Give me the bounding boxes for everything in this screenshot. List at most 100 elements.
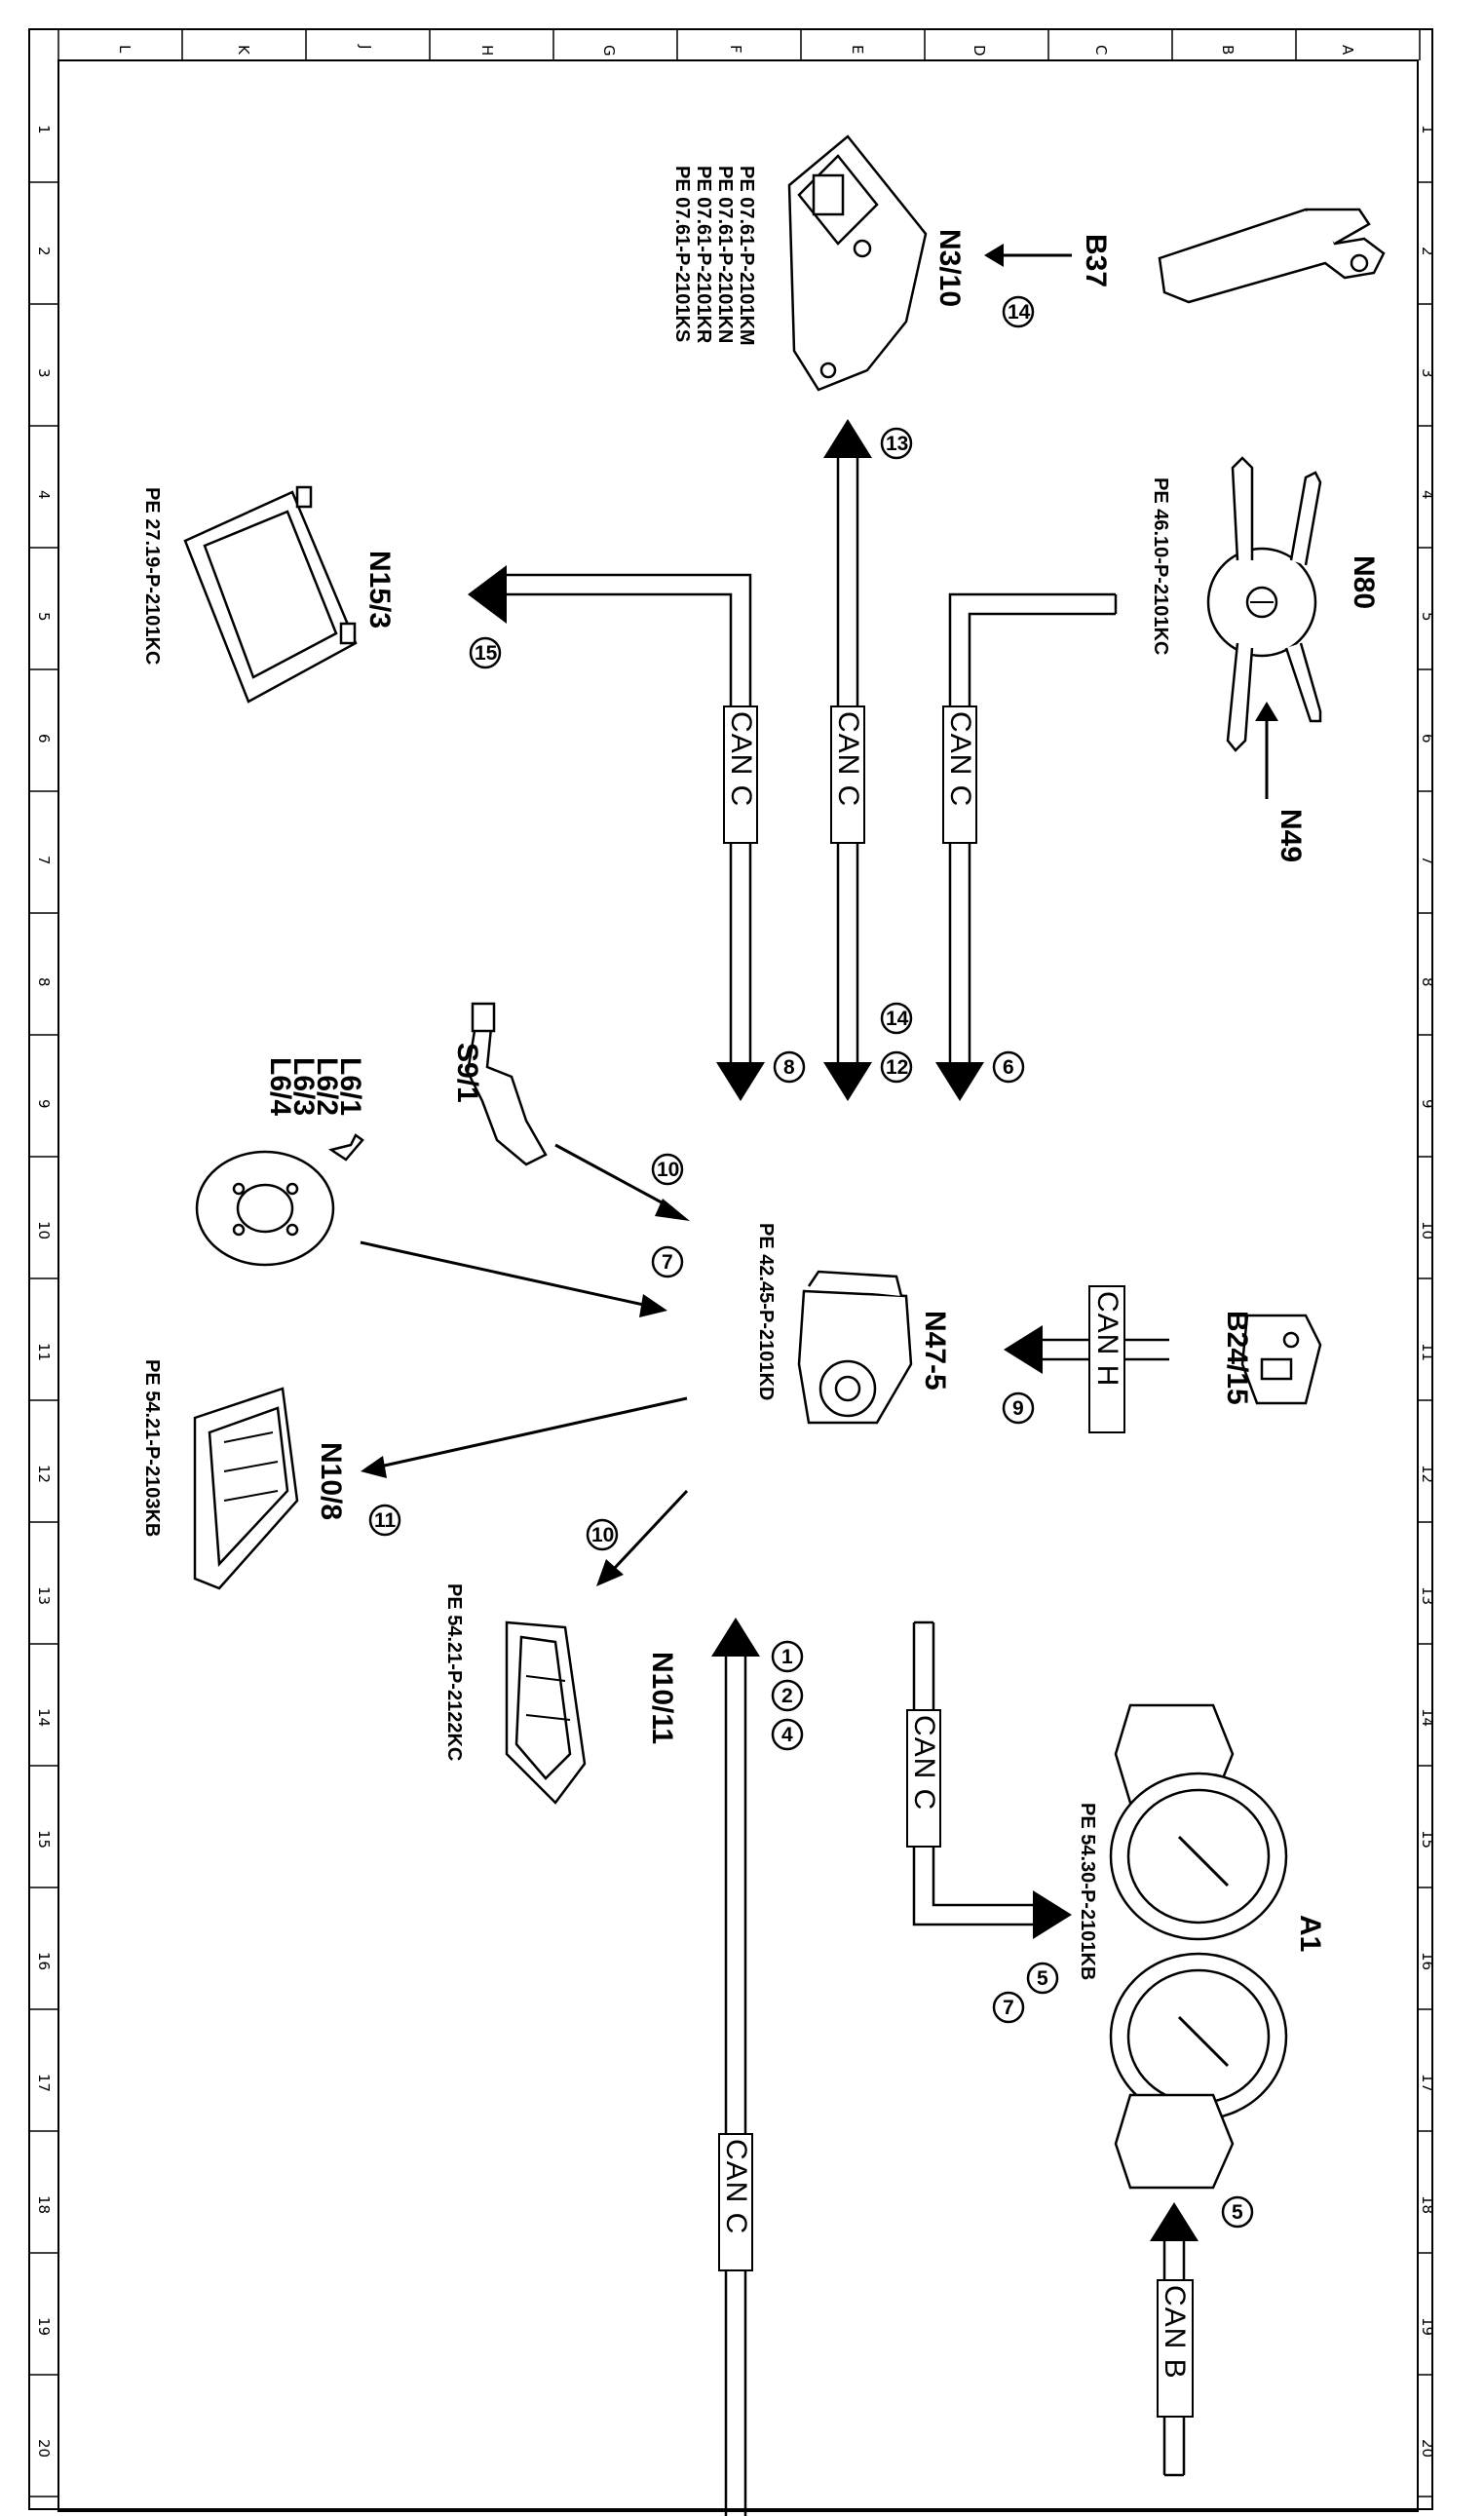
row-number: 4 <box>35 490 53 500</box>
signal-marker: 14 <box>880 1002 913 1035</box>
row-number: 5 <box>1419 612 1436 622</box>
row-number: 17 <box>35 2074 53 2092</box>
n3-10-ecu-icon <box>787 134 928 392</box>
row-number: 2 <box>1419 247 1436 256</box>
col-letter: H <box>478 45 496 56</box>
s9-1-switch-icon <box>466 1002 548 1166</box>
row-number: 18 <box>1419 2195 1436 2214</box>
column-letters: L K J H G F E D C B A <box>116 44 1356 57</box>
row-number: 14 <box>1419 1708 1436 1727</box>
col-letter: A <box>1339 45 1356 56</box>
can-c-bus-n80: CAN C <box>935 592 1118 1101</box>
l6-label: L6/1 <box>334 1057 366 1116</box>
bus-label: CAN C <box>908 1715 940 1811</box>
can-c-bus-n15-3: CAN C <box>468 565 765 1101</box>
arrow-down <box>935 1062 984 1101</box>
signal-marker: 5 <box>1221 2195 1254 2229</box>
n80-ref: PE 46.10-P-2101KC <box>1150 477 1171 655</box>
n49-label: N49 <box>1275 809 1307 862</box>
signal-marker: 5 <box>1026 1962 1059 1995</box>
n47-5-ref: PE 42.45-P-2101KD <box>755 1223 777 1400</box>
row-number: 4 <box>1419 490 1436 500</box>
col-letter: J <box>357 44 374 49</box>
svg-text:15: 15 <box>475 642 498 665</box>
l6-label: L6/4 <box>264 1057 296 1116</box>
n15-3-label: N15/3 <box>363 551 396 629</box>
row-number: 16 <box>35 1952 53 1970</box>
row-number: 9 <box>1419 1099 1436 1109</box>
row-number: 16 <box>1419 1952 1436 1970</box>
col-letter: B <box>1219 45 1237 55</box>
n49-signal <box>1255 702 1278 799</box>
svg-text:2: 2 <box>781 1685 793 1707</box>
s9-1-label: S9/1 <box>451 1043 483 1103</box>
row-number: 6 <box>1419 734 1436 743</box>
svg-text:10: 10 <box>657 1159 679 1181</box>
n47-5-label: N47-5 <box>919 1311 951 1391</box>
a1-ref: PE 54.30-P-2101KB <box>1077 1803 1098 1980</box>
arrow-left <box>468 565 507 624</box>
arrow-left <box>1004 1325 1043 1374</box>
n10-8-label: N10/8 <box>315 1442 347 1520</box>
signal-marker: 7 <box>992 1991 1025 2024</box>
row-number: 9 <box>35 1099 53 1109</box>
row-number: 5 <box>35 612 53 622</box>
svg-text:14: 14 <box>886 1008 909 1030</box>
signal-marker: 2 <box>771 1679 804 1712</box>
svg-text:10: 10 <box>591 1524 614 1546</box>
can-c-bus-a1: CAN C <box>906 1620 1072 1939</box>
l6-signal <box>360 1240 667 1317</box>
row-number: 11 <box>1419 1343 1436 1361</box>
drawing-frame <box>28 28 1433 2512</box>
l6-label: L6/2 <box>311 1057 343 1116</box>
bus-label: CAN C <box>725 711 757 807</box>
n3-10-label: N3/10 <box>933 229 966 307</box>
n15-3-module-icon <box>183 485 358 704</box>
svg-text:8: 8 <box>783 1056 795 1079</box>
signal-marker: 10 <box>586 1518 619 1551</box>
a1-instrument-cluster-icon <box>1109 1703 1288 2190</box>
bus-label: CAN C <box>944 711 976 807</box>
row-number: 12 <box>35 1465 53 1483</box>
row-number: 13 <box>1419 1586 1436 1605</box>
bus-label: CAN C <box>832 711 864 807</box>
n80-label: N80 <box>1348 555 1380 609</box>
row-number: 15 <box>1419 1830 1436 1849</box>
bus-label: CAN C <box>720 2139 752 2234</box>
b24-15-label: B24/15 <box>1221 1311 1253 1405</box>
row-number: 15 <box>35 1830 53 1849</box>
row-number: 1 <box>1419 125 1436 134</box>
svg-text:14: 14 <box>1008 301 1031 324</box>
row-number: 10 <box>1419 1221 1436 1239</box>
row-numbers-right: 1 2 3 4 5 6 7 8 9 10 11 12 13 14 15 16 1… <box>1419 125 1436 2458</box>
arrow-up <box>1150 2202 1199 2241</box>
bus-label: CAN B <box>1159 2285 1191 2380</box>
arrow-up <box>711 1618 760 1657</box>
n10-11-ref: PE 54.21-P-2122KC <box>443 1583 465 1761</box>
can-c-bus-bottom: CAN C <box>711 1618 760 2516</box>
can-h-bus: CAN H <box>1004 1285 1169 1433</box>
signal-marker: 1 <box>771 1640 804 1673</box>
signal-marker: 12 <box>880 1050 913 1084</box>
row-number: 3 <box>35 368 53 378</box>
row-number: 20 <box>1419 2439 1436 2458</box>
row-number: 6 <box>35 734 53 743</box>
arrow-up <box>823 419 872 458</box>
signal-marker: 10 <box>651 1153 684 1186</box>
row-number: 8 <box>1419 977 1436 987</box>
svg-text:11: 11 <box>374 1509 397 1532</box>
col-letter: F <box>727 45 744 54</box>
s9-1-signal <box>554 1143 690 1221</box>
n10-8-ref: PE 54.21-P-2103KB <box>141 1359 163 1537</box>
row-number: 1 <box>35 125 53 134</box>
svg-text:1: 1 <box>781 1646 793 1668</box>
ref-text: PE 07.61-P-2101KM <box>736 166 757 346</box>
col-letter: G <box>600 45 618 57</box>
svg-text:4: 4 <box>781 1724 793 1746</box>
l6-label: L6/3 <box>287 1057 320 1116</box>
n10-11-signal <box>596 1489 689 1586</box>
row-number: 10 <box>35 1221 53 1239</box>
svg-text:6: 6 <box>1003 1056 1014 1079</box>
bus-label: CAN H <box>1091 1291 1123 1387</box>
svg-text:7: 7 <box>662 1251 673 1274</box>
